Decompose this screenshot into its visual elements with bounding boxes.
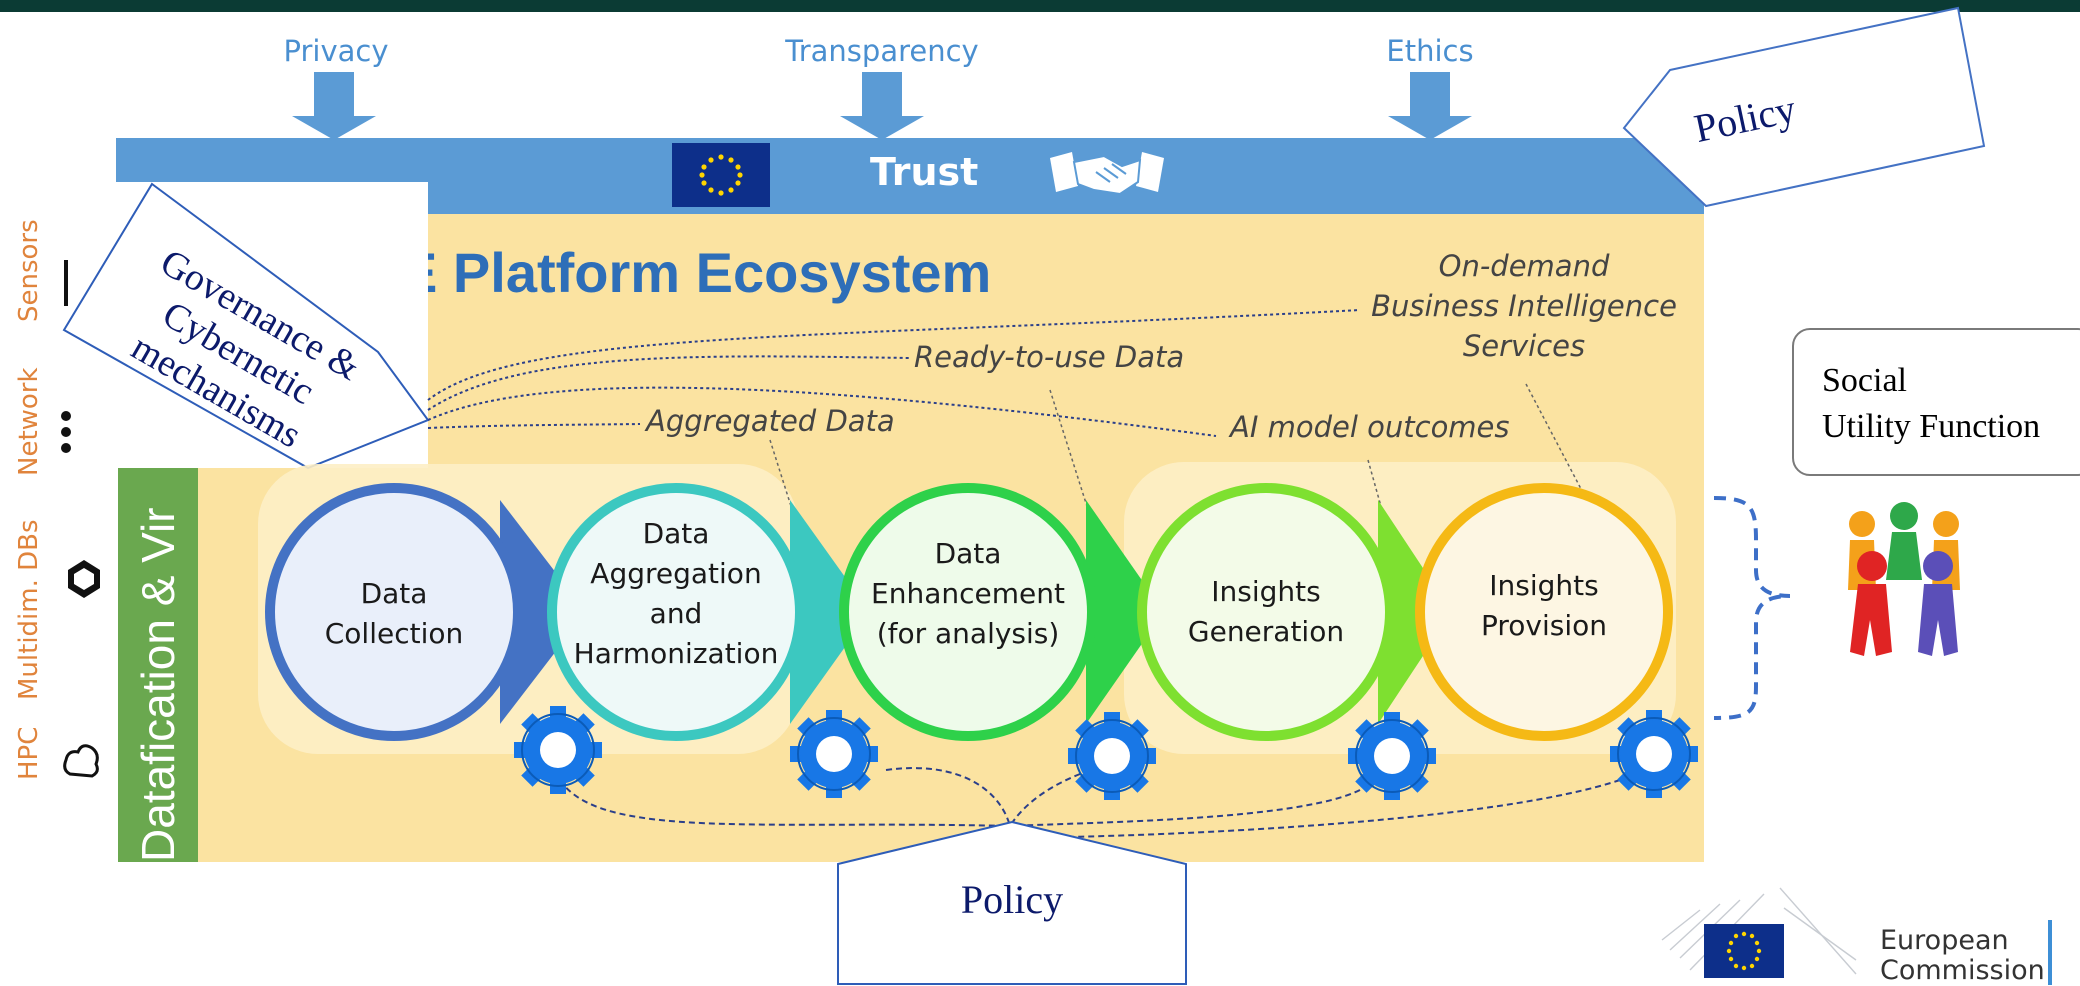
pointer-ai bbox=[1367, 459, 1411, 611]
stage-circle-5 bbox=[1415, 483, 1673, 741]
eu-flag-icon bbox=[672, 143, 770, 207]
stage-2-line-4: Harmonization bbox=[573, 637, 779, 670]
stage-label-4: Insights Generation bbox=[1156, 572, 1376, 652]
policy-connector-2 bbox=[885, 767, 1011, 827]
governance-shape bbox=[62, 182, 430, 470]
people-circle-icon bbox=[1848, 502, 1960, 656]
pillar-privacy-label: Privacy bbox=[283, 34, 389, 68]
output-ready-to-use-data: Ready-to-use Data bbox=[914, 340, 1185, 374]
policy-bottom-label: Policy bbox=[960, 877, 1064, 922]
stage-circle-1 bbox=[265, 483, 523, 741]
output-aggregated-data: Aggregated Data bbox=[646, 404, 895, 438]
stage-3-line-2: Enhancement bbox=[871, 577, 1065, 610]
social-brace bbox=[1713, 496, 1791, 720]
policy-bottom-shape bbox=[837, 820, 1187, 985]
policy-connector-5 bbox=[1009, 779, 1621, 839]
stage-label-5: Insights Provision bbox=[1434, 566, 1654, 646]
pillar-ethics-label: Ethics bbox=[1386, 34, 1474, 68]
ec-logo-line-2: Commission bbox=[1880, 955, 2045, 986]
stage-3-line-3: (for analysis) bbox=[876, 617, 1060, 650]
stage-4-line-1: Insights bbox=[1211, 575, 1321, 608]
gear-icon bbox=[1609, 709, 1699, 799]
ec-logo-graphic bbox=[1661, 887, 1857, 978]
top-bar bbox=[0, 0, 2080, 12]
stage-arrow-1 bbox=[500, 500, 586, 724]
gear-icon bbox=[513, 705, 603, 795]
gear-icon bbox=[1347, 711, 1437, 801]
stage-circle-3 bbox=[839, 483, 1097, 741]
bi-line-3: Services bbox=[1462, 329, 1586, 363]
stage-label-3: Data Enhancement (for analysis) bbox=[858, 534, 1078, 654]
policy-connector-4 bbox=[1009, 789, 1361, 827]
output-ai-model-outcomes: AI model outcomes bbox=[1230, 410, 1510, 444]
ec-logo-line-1: European bbox=[1880, 925, 2009, 956]
ethics-arrow-icon bbox=[1388, 72, 1472, 140]
policy-top-shape bbox=[1622, 6, 1986, 208]
social-utility-line-1: Social bbox=[1822, 362, 1907, 399]
bi-line-2: Business Intelligence bbox=[1371, 289, 1677, 323]
stage-arrow-2 bbox=[790, 500, 870, 724]
cloud-icon bbox=[63, 744, 99, 778]
stage-circle-2 bbox=[547, 483, 805, 741]
pillar-transparency-label: Transparency bbox=[785, 34, 979, 68]
stage-5-line-2: Provision bbox=[1480, 609, 1607, 642]
stage-4-line-2: Generation bbox=[1187, 615, 1345, 648]
privacy-arrow-icon bbox=[292, 72, 376, 140]
stage-2-line-1: Data bbox=[642, 517, 710, 550]
resource-icons bbox=[61, 260, 100, 778]
stage-2-line-3: and bbox=[649, 597, 703, 630]
policy-connector-3 bbox=[1009, 773, 1081, 827]
stage-3-line-1: Data bbox=[934, 537, 1002, 570]
ecosystem-title: E Platform Ecosystem bbox=[400, 241, 992, 304]
social-utility-text: Social Utility Function bbox=[1822, 358, 2040, 450]
gear-icon bbox=[789, 709, 879, 799]
transparency-arrow-icon bbox=[840, 72, 924, 140]
bi-line-1: On-demand bbox=[1438, 249, 1610, 283]
connector-ai bbox=[427, 386, 1217, 437]
stage-arrow-3 bbox=[1086, 500, 1164, 724]
connector-aggregated bbox=[427, 423, 641, 429]
stage-5-line-1: Insights bbox=[1489, 569, 1599, 602]
policy-connector-1 bbox=[559, 779, 1011, 827]
stage-circle-4 bbox=[1137, 483, 1395, 741]
handshake-icon bbox=[1050, 152, 1164, 196]
output-bi-services: On-demand Business Intelligence Services bbox=[1364, 246, 1684, 366]
sensor-icon bbox=[64, 260, 68, 306]
stage-label-1: Data Collection bbox=[284, 574, 504, 654]
ec-logo-divider bbox=[2048, 920, 2052, 985]
ec-logo-text: European Commission bbox=[1880, 926, 2045, 986]
stage-1-line-1: Data bbox=[360, 577, 428, 610]
network-icon bbox=[61, 411, 71, 453]
connector-ready bbox=[427, 355, 911, 411]
database-cube-icon bbox=[68, 560, 100, 598]
trust-label: Trust bbox=[870, 150, 979, 194]
datafication-bar bbox=[118, 466, 198, 862]
social-utility-box bbox=[1792, 328, 2080, 476]
social-utility-line-2: Utility Function bbox=[1822, 408, 2041, 445]
stage-label-2: Data Aggregation and Harmonization bbox=[566, 514, 786, 674]
stage-2-line-2: Aggregation bbox=[590, 557, 762, 590]
stage-1-line-2: Collection bbox=[324, 617, 464, 650]
gear-icon bbox=[1067, 711, 1157, 801]
connector-bi bbox=[427, 309, 1361, 401]
